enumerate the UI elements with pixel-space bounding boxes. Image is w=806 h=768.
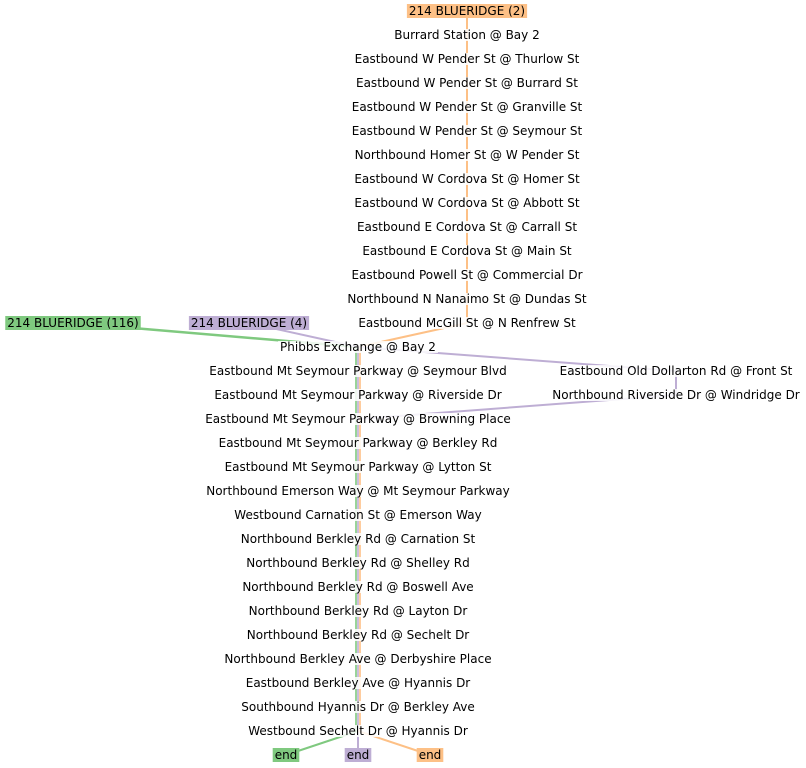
stop-label-bg (222, 653, 494, 665)
stop-label: Northbound Berkley Rd @ Carnation St (241, 532, 476, 546)
stop-label-bg (244, 629, 472, 641)
stop-label-bg (246, 725, 470, 737)
stop-label: Eastbound Powell St @ Commercial Dr (351, 268, 582, 282)
stop-label: Westbound Sechelt Dr @ Hyannis Dr (248, 724, 468, 738)
stop-label-bg (207, 365, 509, 377)
stop-label: Eastbound W Pender St @ Seymour St (352, 124, 583, 138)
stop-label: Northbound Berkley Rd @ Shelley Rd (246, 556, 469, 570)
stop-label: Eastbound W Cordova St @ Homer St (354, 172, 580, 186)
stop-label: Northbound Berkley Ave @ Derbyshire Plac… (224, 652, 491, 666)
stop-label: Eastbound W Cordova St @ Abbott St (354, 196, 579, 210)
stop-label-bg (204, 485, 512, 497)
stop-label: Eastbound E Cordova St @ Main St (362, 244, 572, 258)
stop-label-bg (352, 173, 582, 185)
stop-label: Eastbound W Pender St @ Granville St (352, 100, 583, 114)
stop-label: Eastbound W Pender St @ Thurlow St (355, 52, 580, 66)
stop-label-bg (243, 677, 473, 689)
stop-label: Eastbound Old Dollarton Rd @ Front St (560, 364, 793, 378)
stop-label-bg (244, 557, 472, 569)
stop-label-bg (239, 701, 477, 713)
stop-labels: 214 BLUERIDGE (116) end 214 BLUERIDGE (4) e… (5, 4, 802, 762)
stop-label: Eastbound Mt Seymour Parkway @ Lytton St (225, 460, 492, 474)
stop-label-bg (392, 29, 542, 41)
stop-label: Eastbound E Cordova St @ Carrall St (357, 220, 577, 234)
stop-label-bg (212, 389, 504, 401)
stop-label-bg (232, 509, 484, 521)
stop-label-bg (349, 269, 585, 281)
stop-label: Northbound Riverside Dr @ Windridge Dr (552, 388, 800, 402)
stop-label-bg (349, 125, 585, 137)
stop-label: Eastbound Mt Seymour Parkway @ Riverside… (214, 388, 501, 402)
stop-label: Southbound Hyannis Dr @ Berkley Ave (241, 700, 475, 714)
stop-label-bg (557, 365, 795, 377)
stop-label-bg (240, 581, 476, 593)
end-tag-r4-bg (344, 748, 372, 762)
stop-label: Northbound Emerson Way @ Mt Seymour Park… (206, 484, 510, 498)
stop-label: Eastbound McGill St @ N Renfrew St (358, 316, 576, 330)
stop-label-bg (550, 389, 802, 401)
end-tag-r116: end (275, 748, 298, 762)
route-tag-r116: 214 BLUERIDGE (116) (7, 316, 138, 330)
stop-label-bg (345, 293, 589, 305)
stop-label-bg (278, 341, 438, 353)
stop-label: Northbound Homer St @ W Pender St (355, 148, 580, 162)
stop-label: Northbound Berkley Rd @ Sechelt Dr (247, 628, 470, 642)
route-edges (72, 11, 677, 756)
end-tag-r2: end (419, 748, 442, 762)
stop-label: Eastbound Mt Seymour Parkway @ Berkley R… (219, 436, 498, 450)
end-tag-r116-bg (272, 748, 300, 762)
stop-label: Westbound Carnation St @ Emerson Way (234, 508, 481, 522)
stop-label: Phibbs Exchange @ Bay 2 (280, 340, 436, 354)
stop-label-bg (203, 413, 513, 425)
stop-label-bg (354, 221, 580, 233)
route-tag-r2: 214 BLUERIDGE (2) (409, 4, 525, 18)
route-tag-r4-bg (188, 316, 310, 330)
stop-label-bg (216, 437, 500, 449)
stop-label-bg (356, 317, 578, 329)
stop-label: Eastbound W Pender St @ Burrard St (356, 76, 578, 90)
stop-label-bg (246, 605, 470, 617)
stop-label-bg (352, 197, 582, 209)
stop-label: Eastbound Mt Seymour Parkway @ Seymour B… (209, 364, 506, 378)
stop-label-bg (238, 533, 478, 545)
stop-label: Eastbound Mt Seymour Parkway @ Browning … (205, 412, 511, 426)
end-tag-r2-bg (416, 748, 444, 762)
route-tag-r116-bg (5, 316, 141, 330)
stop-label-bg (354, 77, 581, 89)
stop-label-bg (352, 149, 582, 161)
route-tag-r4: 214 BLUERIDGE (4) (191, 316, 307, 330)
stop-label: Burrard Station @ Bay 2 (394, 28, 539, 42)
stop-label-bg (360, 245, 574, 257)
stop-label: Eastbound Berkley Ave @ Hyannis Dr (246, 676, 471, 690)
stop-label-bg (222, 461, 494, 473)
stop-label: Northbound Berkley Rd @ Boswell Ave (242, 580, 473, 594)
stop-label-bg (349, 101, 585, 113)
stop-label: Northbound N Nanaimo St @ Dundas St (347, 292, 586, 306)
stop-label-bg (352, 53, 582, 65)
stop-label: Northbound Berkley Rd @ Layton Dr (249, 604, 468, 618)
route-tag-r2-bg (406, 4, 528, 18)
end-tag-r4: end (347, 748, 370, 762)
